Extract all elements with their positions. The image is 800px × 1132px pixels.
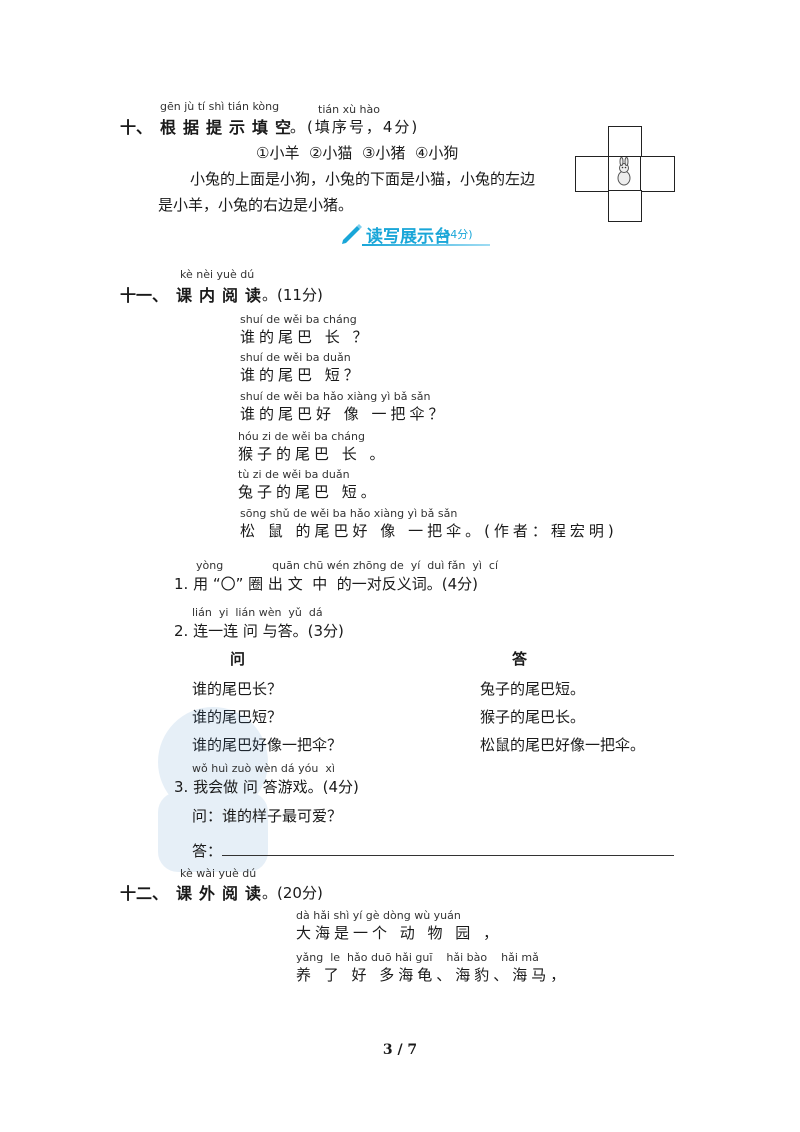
poem-line: 猴子的尾巴 长 。 (238, 445, 389, 463)
grid-right-cell (640, 156, 675, 192)
column-header-question: 问 (230, 650, 246, 668)
pencil-icon (342, 224, 362, 244)
match-question-3[interactable]: 谁的尾巴好像一把伞？ (192, 736, 343, 754)
poem-line-pinyin: sōng shǔ de wěi ba hǎo xiàng yì bǎ sǎn (240, 507, 458, 520)
banner-score: (44分) (439, 228, 473, 241)
q12-title-pinyin: kè wài yuè dú (180, 867, 257, 880)
q11-title-pinyin: kè nèi yuè dú (180, 268, 255, 281)
q10-note: 。(填序号，4分) (290, 118, 420, 136)
poem-line: 养 了 好 多海龟、海豹、海马， (296, 966, 570, 984)
answer-label: 答： (192, 842, 223, 860)
grid-left-cell (575, 156, 610, 192)
poem-line-pinyin: shuí de wěi ba duǎn (240, 351, 351, 364)
q11-title: 课内阅读 (176, 286, 269, 305)
grid-center-cell (608, 156, 642, 192)
sub3-question: 3. 我会做 问 答游戏。(4分) (174, 778, 359, 796)
sub2-question: 2. 连一连 问 与答。(3分) (174, 622, 344, 640)
rabbit-icon (617, 157, 631, 186)
poem-line: 兔子的尾巴 短。 (238, 483, 380, 501)
banner-underline (362, 244, 490, 246)
q12-number: 十二、 (120, 884, 169, 903)
poem-line: 松 鼠 的尾巴好 像 一把伞。(作者：程宏明) (240, 522, 618, 540)
q10-note-pinyin: tián xù hào (318, 103, 380, 116)
grid-bottom-cell (608, 190, 642, 222)
match-question-1[interactable]: 谁的尾巴长？ (192, 680, 283, 698)
poem-line: 大海是一个 动 物 园 ， (296, 924, 503, 942)
section-banner: 读写展示台 (44分) (340, 220, 490, 247)
q11-number: 十一、 (120, 286, 169, 305)
column-header-answer: 答 (512, 650, 528, 668)
q12-note: 。(20分) (262, 884, 323, 902)
poem-line-pinyin: tù zi de wěi ba duǎn (238, 468, 350, 481)
watermark-logo (158, 707, 268, 872)
poem-line-pinyin: dà hǎi shì yí gè dòng wù yuán (296, 909, 461, 922)
poem-line-pinyin: shuí de wěi ba hǎo xiàng yì bǎ sǎn (240, 390, 431, 403)
poem-line: 谁的尾巴 短？ (240, 366, 363, 384)
page-number: 3 / 7 (382, 1042, 418, 1058)
q11-note: 。(11分) (262, 286, 323, 304)
match-answer-1[interactable]: 兔子的尾巴短。 (480, 680, 586, 698)
sub1-pinyin: yòng quān chū wén zhōng de yí duì fǎn yì… (196, 559, 499, 572)
match-answer-3[interactable]: 松鼠的尾巴好像一把伞。 (480, 736, 646, 754)
q10-title: 根据提示填空 (160, 118, 299, 137)
sub2-pinyin: lián yi lián wèn yǔ dá (192, 606, 323, 619)
q10-title-pinyin: gēn jù tí shì tián kòng (160, 100, 280, 113)
poem-line: 谁的尾巴好 像 一把伞？ (240, 405, 448, 423)
grid-top-cell (608, 126, 642, 158)
q10-text-line1: 小兔的上面是小狗，小兔的下面是小猫，小兔的左边 (190, 170, 536, 188)
sub1-question: 1. 用 “〇” 圈 出 文 中 的一对反义词。(4分) (174, 575, 479, 593)
poem-line: 谁的尾巴 长 ？ (240, 328, 372, 346)
poem-line-pinyin: yǎng le hǎo duō hǎi guī hǎi bào hǎi mǎ (296, 951, 539, 964)
match-answer-2[interactable]: 猴子的尾巴长。 (480, 708, 586, 726)
q10-number: 十、 (120, 118, 153, 137)
q10-options: ①小羊 ②小猫 ③小猪 ④小狗 (256, 144, 459, 162)
answer-write-line[interactable] (222, 855, 674, 856)
sub3-pinyin: wǒ huì zuò wèn dá yóu xì (192, 762, 335, 775)
q10-text-line2: 是小羊，小兔的右边是小猪。 (158, 196, 354, 214)
poem-line-pinyin: hóu zi de wěi ba cháng (238, 430, 365, 443)
banner-title: 读写展示台 (366, 227, 451, 247)
q12-title: 课外阅读 (176, 884, 269, 903)
game-question: 问：谁的样子最可爱？ (192, 807, 343, 825)
poem-line-pinyin: shuí de wěi ba cháng (240, 313, 357, 326)
